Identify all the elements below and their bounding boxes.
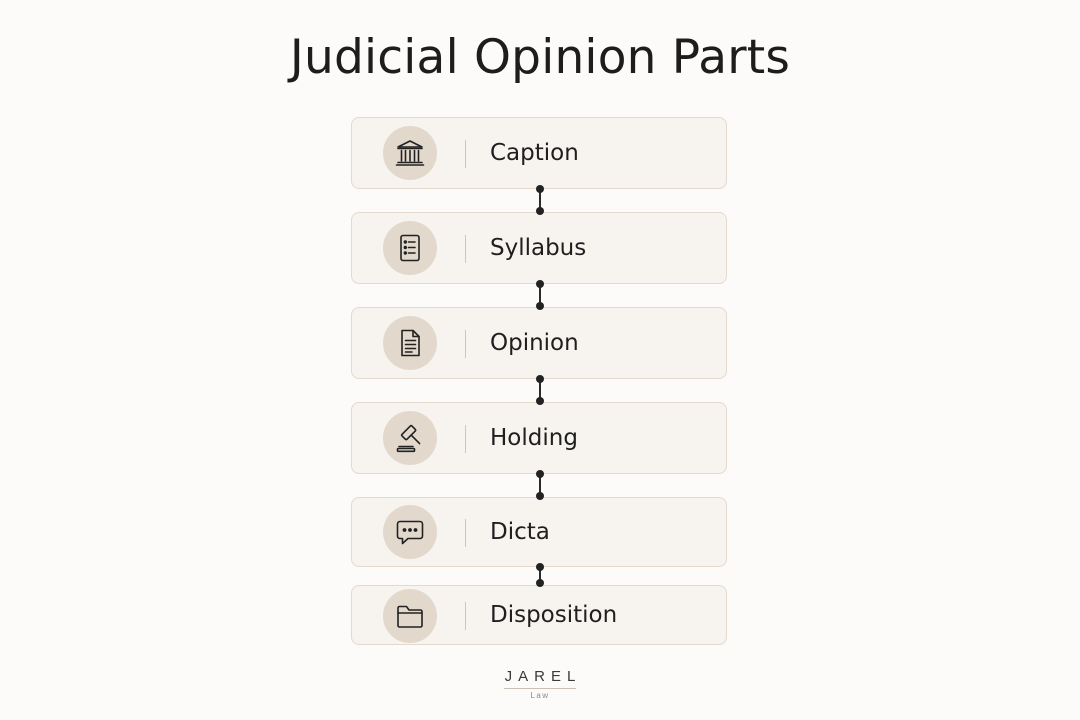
step-label: Syllabus: [490, 235, 587, 261]
connector-dot: [536, 492, 544, 500]
step-label: Caption: [490, 140, 579, 166]
connector-dot: [536, 185, 544, 193]
card-divider: [465, 235, 466, 263]
connector-dot: [536, 579, 544, 587]
connector-dot: [536, 302, 544, 310]
folder-icon: [397, 605, 423, 628]
icon-circle: [383, 505, 437, 559]
card-divider: [465, 140, 466, 168]
page-title: Judicial Opinion Parts: [289, 30, 791, 85]
step-card-dicta: Dicta: [351, 497, 727, 567]
connector-dot: [536, 207, 544, 215]
icon-circle: [383, 316, 437, 370]
step-card-caption: Caption: [351, 117, 727, 189]
brand-name: JAREL: [504, 668, 582, 685]
connector-line: [539, 474, 541, 497]
card-divider: [465, 602, 466, 630]
connector-dot: [536, 375, 544, 383]
brand-divider: [504, 688, 576, 689]
connector-line: [539, 189, 541, 212]
brand-subtitle: Law: [530, 691, 550, 700]
icon-circle: [383, 589, 437, 643]
step-label: Opinion: [490, 330, 579, 356]
connector-line: [539, 567, 541, 585]
list-document-icon: [400, 234, 420, 262]
connector-dot: [536, 470, 544, 478]
document-icon: [401, 329, 420, 357]
speech-bubble-icon: [396, 520, 424, 545]
gavel-icon: [396, 424, 421, 453]
step-card-syllabus: Syllabus: [351, 212, 727, 284]
step-label: Dicta: [490, 519, 550, 545]
step-card-holding: Holding: [351, 402, 727, 474]
step-label: Holding: [490, 425, 578, 451]
connector-dot: [536, 563, 544, 571]
card-divider: [465, 330, 466, 358]
card-divider: [465, 519, 466, 547]
step-label: Disposition: [490, 602, 618, 628]
connector-line: [539, 284, 541, 307]
step-card-disposition: Disposition: [351, 585, 727, 645]
icon-circle: [383, 221, 437, 275]
connector-dot: [536, 397, 544, 405]
courthouse-icon: [395, 140, 425, 166]
brand-logo: JAREL Law: [0, 668, 1080, 700]
card-divider: [465, 425, 466, 453]
icon-circle: [383, 411, 437, 465]
step-card-opinion: Opinion: [351, 307, 727, 379]
icon-circle: [383, 126, 437, 180]
connector-dot: [536, 280, 544, 288]
connector-line: [539, 379, 541, 402]
